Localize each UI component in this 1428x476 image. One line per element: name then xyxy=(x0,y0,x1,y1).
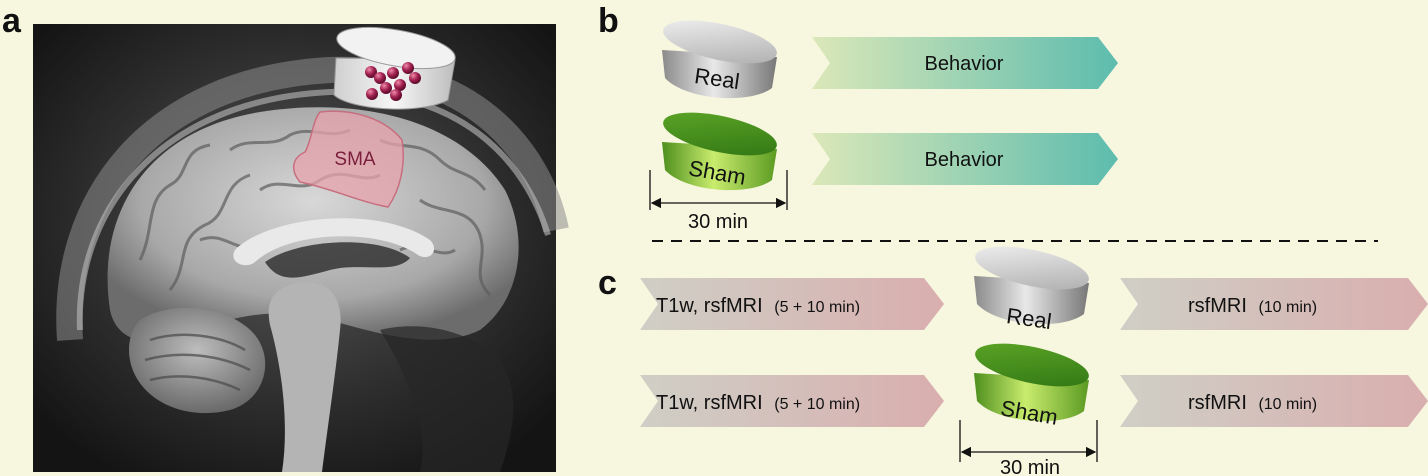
real-device-label-c: Real xyxy=(1005,303,1053,334)
panel-letter-a: a xyxy=(2,2,21,40)
duration-label-c: 30 min xyxy=(1000,457,1060,476)
svg-text:T1w, rsfMRI (5 + 10 min): T1w, rsfMRI (5 + 10 min) xyxy=(656,295,860,317)
post-scan-detail-1: (10 min) xyxy=(1258,299,1317,316)
pre-scan-detail-2: (5 + 10 min) xyxy=(774,396,860,413)
duration-label-b: 30 min xyxy=(688,211,748,233)
duration-bracket-b xyxy=(649,170,788,210)
sham-device-icon-b: Sham xyxy=(662,112,777,191)
behavior-arrow-2: Behavior xyxy=(812,133,1118,185)
pre-scan-arrow-1: T1w, rsfMRI (5 + 10 min) xyxy=(640,278,944,330)
real-device-label-b: Real xyxy=(693,63,741,94)
electrode-container-icon xyxy=(333,26,456,110)
duration-bracket-c xyxy=(959,420,1098,462)
post-scan-detail-2: (10 min) xyxy=(1258,396,1317,413)
pre-scan-detail-1: (5 + 10 min) xyxy=(774,299,860,316)
sham-device-icon-c: Sham xyxy=(974,343,1089,430)
behavior-arrow-1: Behavior xyxy=(812,37,1118,89)
brain-mri-image xyxy=(33,24,569,472)
post-scan-arrow-1: rsfMRI (10 min) xyxy=(1120,278,1428,330)
sma-label: SMA xyxy=(334,149,376,170)
sma-region xyxy=(293,110,404,208)
behavior-label-1: Behavior xyxy=(925,53,1004,75)
svg-text:T1w, rsfMRI (5 + 10 min): T1w, rsfMRI (5 + 10 min) xyxy=(656,392,860,414)
post-scan-arrow-2: rsfMRI (10 min) xyxy=(1120,375,1428,427)
svg-text:rsfMRI (10 min): rsfMRI (10 min) xyxy=(1188,392,1317,414)
panel-letter-b: b xyxy=(598,2,619,40)
post-scan-main-1: rsfMRI xyxy=(1188,295,1247,317)
behavior-label-2: Behavior xyxy=(925,149,1004,171)
real-device-icon-b: Real xyxy=(662,20,777,99)
panel-letter-c: c xyxy=(598,264,617,302)
pre-scan-arrow-2: T1w, rsfMRI (5 + 10 min) xyxy=(640,375,944,427)
post-scan-main-2: rsfMRI xyxy=(1188,392,1247,414)
real-device-icon-c: Real xyxy=(974,246,1089,334)
pre-scan-main-2: T1w, rsfMRI xyxy=(656,392,763,414)
pre-scan-main-1: T1w, rsfMRI xyxy=(656,295,763,317)
svg-text:rsfMRI (10 min): rsfMRI (10 min) xyxy=(1188,295,1317,317)
